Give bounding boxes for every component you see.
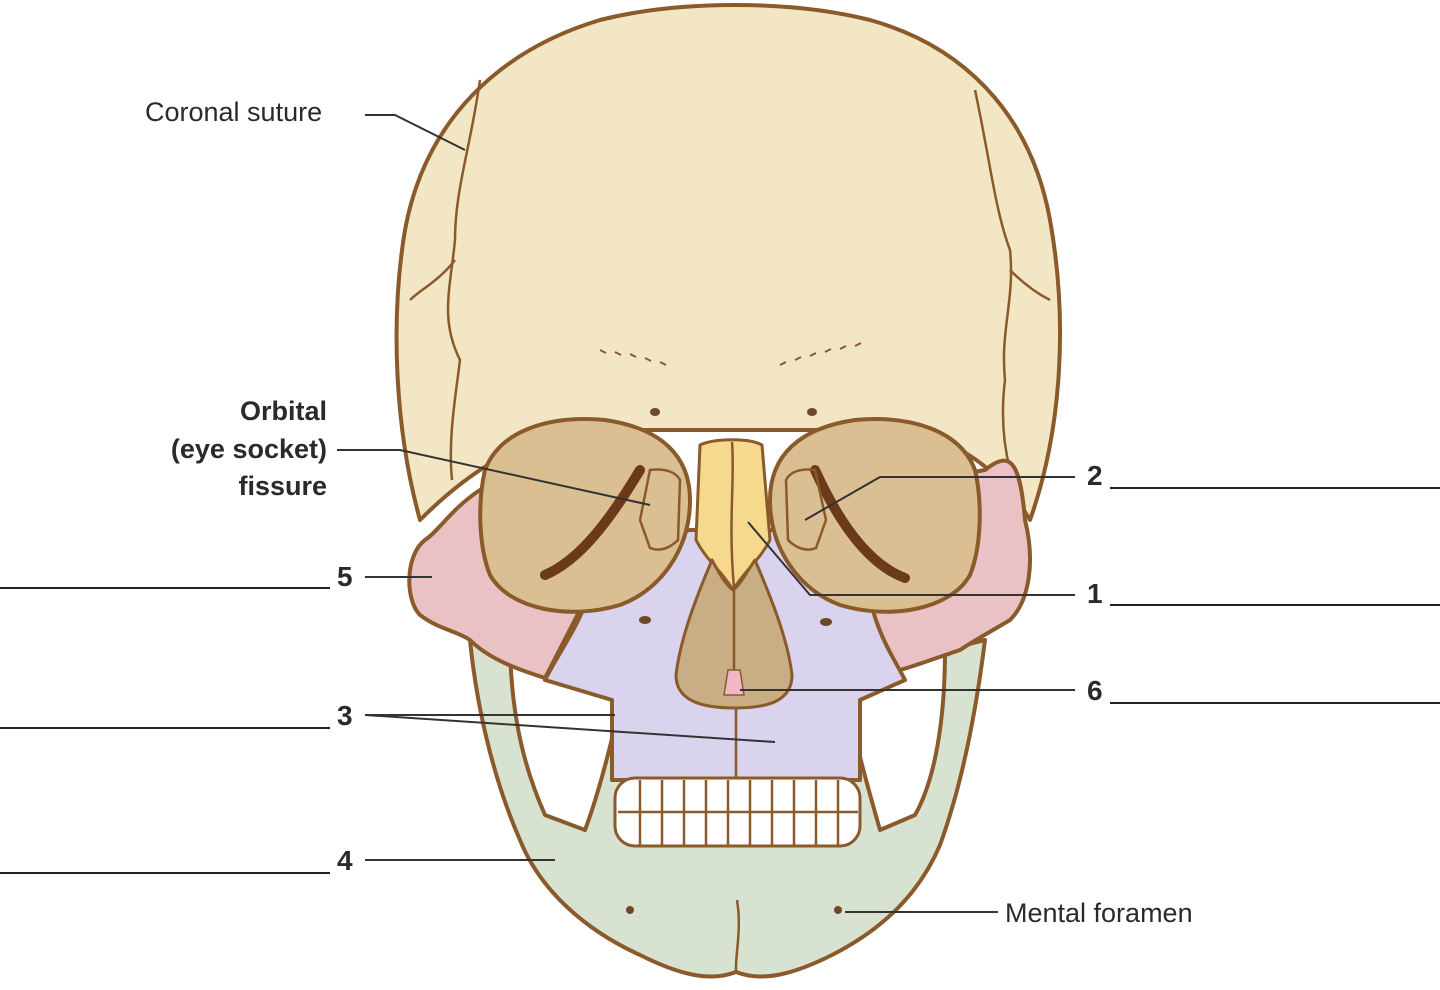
label-orbital-line3: fissure bbox=[238, 471, 327, 501]
nasal-cavity bbox=[674, 558, 794, 710]
number-6: 6 bbox=[1087, 675, 1103, 706]
label-orbital-line2: (eye socket) bbox=[171, 434, 327, 464]
number-4: 4 bbox=[337, 845, 353, 876]
mental-foramen-left bbox=[626, 906, 634, 914]
number-5: 5 bbox=[337, 561, 353, 592]
leader-lines bbox=[337, 114, 1075, 913]
answer-lines bbox=[0, 487, 1440, 874]
label-coronal-suture: Coronal suture bbox=[145, 97, 322, 127]
mental-foramen-right bbox=[834, 906, 842, 914]
label-orbital-line1: Orbital bbox=[240, 396, 327, 426]
orbits bbox=[478, 417, 982, 614]
number-3: 3 bbox=[337, 700, 353, 731]
number-2: 2 bbox=[1087, 460, 1103, 491]
cranium bbox=[394, 3, 1062, 522]
teeth bbox=[613, 776, 862, 848]
number-1: 1 bbox=[1087, 578, 1103, 609]
label-mental-foramen: Mental foramen bbox=[1005, 898, 1193, 928]
